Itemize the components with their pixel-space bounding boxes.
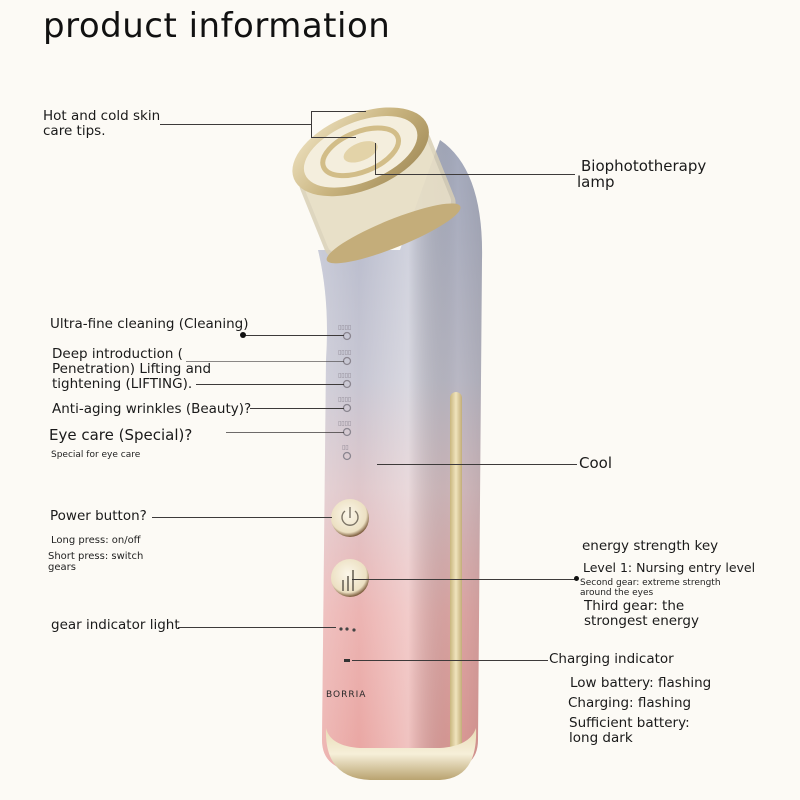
- callout-text: Second gear: extreme strength: [580, 578, 721, 588]
- callout-cleaning: Ultra-fine cleaning (Cleaning): [50, 316, 249, 332]
- callout-anti-aging: Anti-aging wrinkles (Beauty)?: [52, 401, 252, 417]
- callout-text: tightening (LIFTING).: [52, 376, 193, 392]
- svg-text:▯▯▯▯: ▯▯▯▯: [338, 372, 351, 379]
- page-title: product information: [43, 6, 391, 46]
- callout-deep-introduction: Deep introduction ( Penetration) Lifting…: [52, 347, 211, 392]
- callout-gear-indicator: gear indicator light: [51, 617, 180, 633]
- leader-line-cleaning: [244, 335, 344, 336]
- callout-text: Penetration) Lifting and: [52, 361, 212, 377]
- leader-line-lifting: [196, 384, 344, 385]
- leader-dot: [240, 332, 246, 338]
- callout-biophototherapy: Biophototherapy lamp: [577, 158, 706, 190]
- callout-text: Third gear: the: [584, 598, 685, 614]
- leader-bracket-top: [311, 111, 366, 112]
- callout-energy-level3: Third gear: the strongest energy: [584, 599, 699, 629]
- callout-text: around the eyes: [580, 588, 654, 598]
- callout-text: Hot and cold skin: [43, 108, 161, 124]
- callout-power: Power button?: [50, 508, 147, 524]
- callout-eye-care: Eye care (Special)?: [49, 426, 193, 444]
- leader-line-hot-cold: [160, 124, 311, 125]
- callout-text: care tips.: [43, 123, 106, 139]
- leader-line-cool: [377, 464, 577, 465]
- callout-eye-care-sub: Special for eye care: [51, 450, 141, 460]
- leader-line-anti-aging: [250, 408, 344, 409]
- svg-text:▯▯▯▯: ▯▯▯▯: [338, 420, 351, 427]
- leader-line-lamp: [375, 174, 575, 175]
- callout-text: Biophototherapy: [581, 157, 707, 175]
- leader-dot: [574, 576, 579, 581]
- signal-bars-icon: [342, 570, 354, 591]
- svg-text:▯▯▯▯: ▯▯▯▯: [338, 396, 351, 403]
- callout-text: Short press: switch: [48, 551, 144, 562]
- callout-charging-low: Low battery: flashing: [570, 675, 712, 691]
- callout-charging-charging: Charging: flashing: [568, 695, 692, 711]
- leader-line-lamp-v: [375, 143, 376, 175]
- callout-power-sub2: Short press: switch gears: [48, 551, 143, 573]
- callout-text: lamp: [577, 173, 615, 191]
- callout-text: long dark: [569, 730, 633, 746]
- callout-text: strongest energy: [584, 613, 699, 629]
- callout-energy-key: energy strength key: [582, 538, 719, 554]
- callout-energy-level1: Level 1: Nursing entry level: [583, 560, 756, 575]
- leader-line-deep: [186, 361, 344, 362]
- callout-power-sub1: Long press: on/off: [51, 535, 141, 546]
- callout-hot-cold: Hot and cold skin care tips.: [43, 109, 160, 139]
- leader-bracket-bottom: [311, 137, 356, 138]
- leader-line-power: [152, 517, 332, 518]
- leader-line-charging: [352, 660, 548, 661]
- svg-text:BORRIA: BORRIA: [326, 690, 366, 700]
- svg-text:▯▯: ▯▯: [342, 444, 349, 451]
- svg-text:▯▯▯▯: ▯▯▯▯: [338, 324, 351, 331]
- callout-cool: Cool: [579, 454, 612, 472]
- leader-line-energy: [352, 579, 578, 580]
- callout-text: Deep introduction (: [52, 346, 183, 362]
- power-icon: [341, 507, 359, 526]
- svg-text:▯▯▯▯: ▯▯▯▯: [338, 349, 351, 356]
- leader-line-eye: [226, 432, 344, 433]
- leader-bracket: [311, 111, 312, 137]
- callout-charging: Charging indicator: [549, 651, 674, 667]
- callout-text: gears: [48, 562, 76, 573]
- callout-text: Sufficient battery:: [569, 715, 690, 731]
- callout-energy-level2: Second gear: extreme strength around the…: [580, 578, 721, 598]
- leader-line-gear: [178, 627, 336, 628]
- callout-charging-sufficient: Sufficient battery: long dark: [569, 716, 690, 746]
